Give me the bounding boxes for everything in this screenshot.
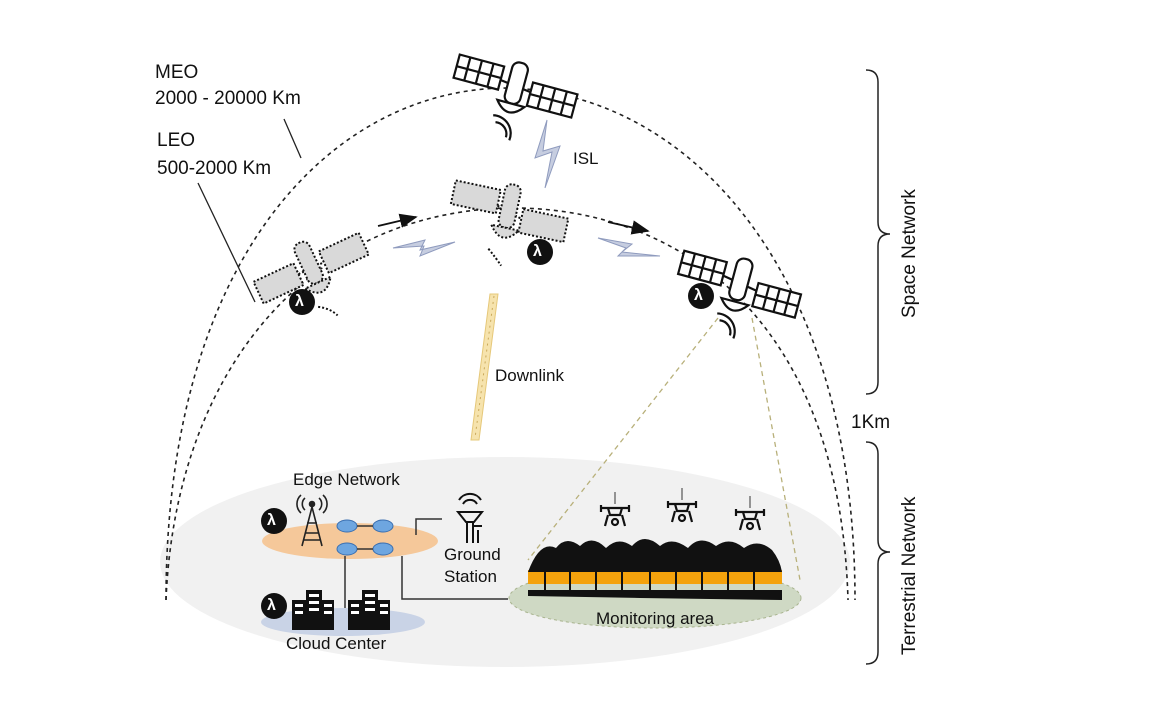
- lambda-badge-cloud: [261, 593, 287, 619]
- meo-label: MEO: [155, 62, 199, 83]
- terrestrial-network-brace: [865, 441, 891, 665]
- ground-station-label-line2: Station: [444, 567, 497, 586]
- lambda-icon-edge: λ: [267, 512, 276, 529]
- meo-satellite-icon: [452, 53, 579, 141]
- meo-range-label: 2000 - 20000 Km: [155, 88, 301, 109]
- leo-satellite-1-icon: [252, 231, 371, 317]
- lambda-badge-edge: [261, 508, 287, 534]
- cloud-center-label: Cloud Center: [286, 634, 387, 653]
- space-network-brace: [865, 69, 891, 395]
- orbit-arrow-1: [377, 213, 418, 228]
- router-icon-4: [372, 542, 394, 556]
- leo-satellite-2-icon: [449, 179, 570, 267]
- orbit-arrow-2: [607, 220, 650, 235]
- ground-station-icon: [455, 493, 485, 543]
- lambda-icon-sat3: λ: [694, 287, 703, 304]
- cloud-center-ellipse: [261, 608, 425, 636]
- monitoring-area-label: Monitoring area: [596, 609, 715, 628]
- drone-icon-1: [599, 492, 631, 527]
- server-icon: [292, 590, 390, 630]
- forest-fire-icon: [528, 539, 782, 600]
- downlink-label: Downlink: [495, 366, 564, 385]
- leo-range-label: 500-2000 Km: [157, 158, 272, 179]
- router-icon-3: [336, 542, 358, 556]
- meo-orbit: [165, 87, 856, 601]
- lambda-icon-sat1: λ: [295, 293, 304, 310]
- isl-label: ISL: [573, 149, 599, 168]
- lambda-icon-cloud: λ: [267, 597, 276, 614]
- meo-pointer: [283, 118, 302, 159]
- isl-lightning-icon: [534, 119, 561, 189]
- space-network-label: Space Network: [899, 189, 920, 318]
- leo-satellite-3-icon: [676, 249, 803, 339]
- altitude-boundary-label: 1Km: [851, 412, 891, 433]
- downlink-beam: [470, 293, 499, 441]
- leo-link-lightning-1-icon: [392, 239, 456, 257]
- lambda-badge-sat2: [527, 239, 553, 265]
- coverage-line-left: [527, 317, 719, 561]
- router-icon-1: [336, 519, 358, 533]
- cell-tower-icon: [296, 494, 328, 547]
- leo-link-lightning-2-icon: [597, 237, 661, 257]
- edge-to-monitoring-link: [401, 556, 508, 600]
- lambda-badge-sat3: [688, 283, 714, 309]
- drone-icon-2: [666, 488, 698, 523]
- edge-to-ground-station-link: [415, 518, 442, 535]
- terrestrial-network-label: Terrestrial Network: [899, 496, 920, 655]
- lambda-badge-sat1: [289, 289, 315, 315]
- drone-icon-3: [734, 496, 766, 531]
- edge-network-label: Edge Network: [293, 470, 400, 489]
- router-icon-2: [372, 519, 394, 533]
- lambda-icon-sat2: λ: [533, 243, 542, 260]
- leo-label: LEO: [157, 130, 196, 151]
- leo-pointer: [197, 182, 256, 303]
- ground-station-label-line1: Ground: [444, 545, 501, 564]
